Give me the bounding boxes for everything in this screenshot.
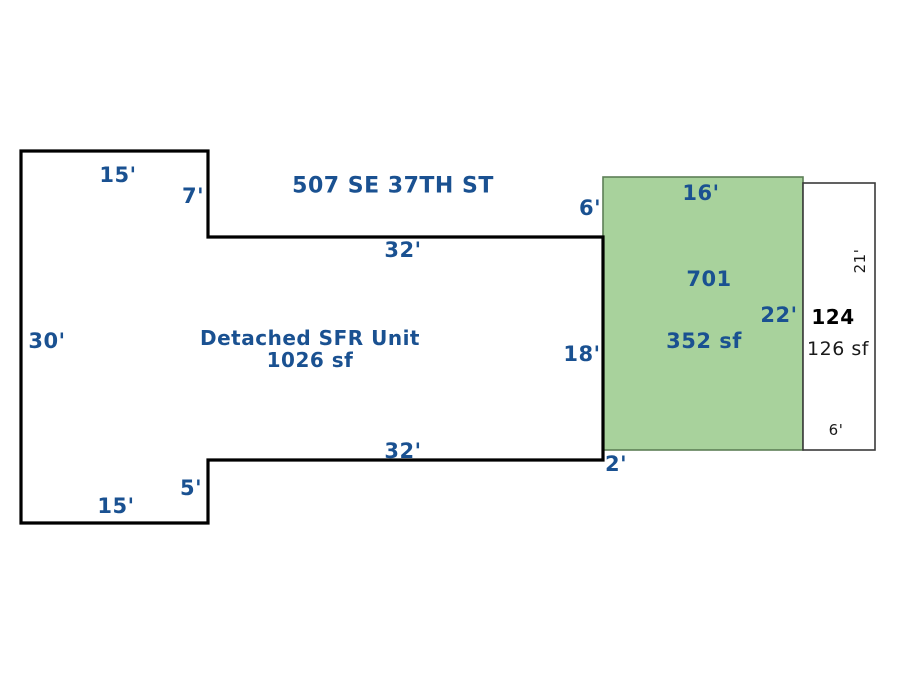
dim-label-notch-bottom-5: 5' (179, 476, 203, 500)
dim-label-701-offset-top-6: 6' (578, 196, 602, 220)
dim-label-top-left-15: 15' (99, 163, 137, 187)
dim-label-bottom-32: 32' (384, 439, 422, 463)
dim-label-bottom-left-15: 15' (97, 494, 135, 518)
unit-701-number-label: 701 (686, 267, 732, 291)
dim-label-701-offset-bottom-2: 2' (604, 452, 628, 476)
dim-label-top-32: 32' (384, 238, 422, 262)
unit-124-outline (802, 182, 876, 451)
dim-label-124-side-21: 21' (851, 248, 869, 274)
main-unit-name-label: Detached SFR Unit (200, 326, 420, 350)
unit-124-area-label: 126 sf (807, 338, 869, 360)
dim-label-701-top-16: 16' (682, 181, 720, 205)
dim-label-right-18: 18' (563, 342, 601, 366)
main-unit-outline (19, 149, 605, 525)
street-address-label: 507 SE 37TH ST (292, 173, 494, 199)
dim-label-notch-top-7: 7' (181, 184, 205, 208)
unit-701-area (602, 176, 804, 451)
unit-701-area-label: 352 sf (666, 329, 742, 353)
main-unit-area-label: 1026 sf (266, 348, 354, 372)
dim-label-701-right-22: 22' (760, 303, 798, 327)
dim-label-left-30: 30' (28, 329, 66, 353)
unit-124-number-label: 124 (811, 305, 855, 329)
dim-label-124-bottom-6: 6' (828, 421, 844, 439)
